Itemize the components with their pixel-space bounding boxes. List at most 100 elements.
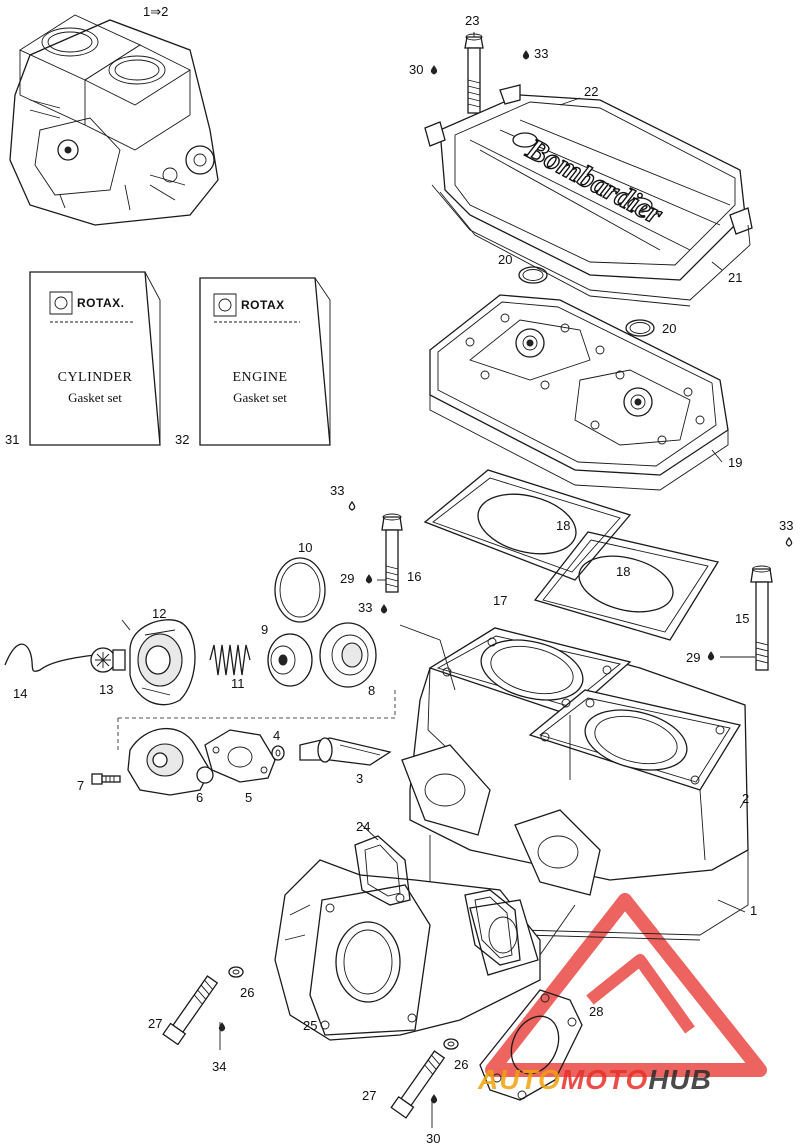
callout-33c: 33 [358, 600, 372, 615]
piston-9 [267, 633, 313, 687]
callout-29b: 29 [686, 650, 700, 665]
callout-1: 1 [750, 903, 757, 918]
drop-icon [707, 651, 715, 661]
drop-icon [218, 1022, 226, 1032]
callout-31: 31 [5, 432, 19, 447]
drop-icon [522, 50, 530, 60]
drop-icon [430, 65, 438, 75]
callout-20b: 20 [662, 321, 676, 336]
callout-29a: 29 [340, 571, 354, 586]
engine-kit-subtitle: Gasket set [233, 390, 287, 405]
bolt-23 [464, 33, 484, 114]
callout-3: 3 [356, 771, 363, 786]
callout-10: 10 [298, 540, 312, 555]
washer-26a [228, 966, 244, 978]
engine-kit-title: ENGINE [232, 370, 288, 385]
drop-icon [430, 1094, 438, 1104]
callout-21: 21 [728, 270, 742, 285]
callout-13: 13 [99, 682, 113, 697]
callout-22: 22 [584, 84, 598, 99]
drop-icon [348, 500, 356, 511]
callout-27a: 27 [148, 1016, 162, 1031]
cylinder-gasket-set [29, 271, 161, 446]
watermark-logo [485, 893, 767, 1077]
callout-24: 24 [356, 819, 370, 834]
callout-2: 2 [742, 791, 749, 806]
callout-33a: 33 [534, 46, 548, 61]
cylinder-head-19 [429, 294, 729, 491]
callout-27b: 27 [362, 1088, 376, 1103]
exhaust-gasket-24 [354, 835, 521, 966]
drop-icons [218, 50, 793, 1104]
head-gasket-18 [533, 531, 720, 641]
valve-housing-12 [129, 619, 196, 706]
callout-4: 4 [273, 728, 280, 743]
washer-4 [271, 745, 285, 761]
callout-1-2: 1⇒2 [143, 4, 168, 19]
callout-15: 15 [735, 611, 749, 626]
callout-8: 8 [368, 683, 375, 698]
cylinder-block-2 [401, 627, 749, 941]
callout-33b: 33 [330, 483, 344, 498]
callout-20a: 20 [498, 252, 512, 267]
callout-5: 5 [245, 790, 252, 805]
callout-26a: 26 [240, 985, 254, 1000]
cylinder-kit-brand: ROTAX. [77, 296, 125, 310]
callout-numbers: 1⇒2 1 2 3 4 5 6 7 8 9 10 11 12 13 14 15 … [5, 4, 793, 1146]
callout-34: 34 [212, 1059, 226, 1074]
cylinder-head-cover-22: Bombardier [424, 84, 753, 281]
assembly-outline [117, 688, 396, 750]
callout-25: 25 [303, 1018, 317, 1033]
o-ring-10 [274, 557, 326, 623]
callout-17: 17 [493, 593, 507, 608]
callout-7: 7 [77, 778, 84, 793]
bolt-15 [750, 565, 773, 671]
cover-gasket-21 [431, 184, 751, 307]
callout-18b: 18 [616, 564, 630, 579]
o-ring-20a [518, 266, 548, 284]
gasket-28 [479, 989, 583, 1101]
callout-16: 16 [407, 569, 421, 584]
o-ring-20b [625, 319, 655, 337]
engine-kit-brand: ROTAX [241, 298, 285, 312]
head-gasket-17 [423, 469, 632, 581]
watermark-auto: AUTO [478, 1064, 561, 1095]
callout-18a: 18 [556, 518, 570, 533]
leader-lines [121, 32, 755, 1128]
callout-32: 32 [175, 432, 189, 447]
callout-14: 14 [13, 686, 27, 701]
cap-13 [90, 647, 126, 673]
spring-11 [209, 644, 251, 676]
callout-11: 11 [231, 676, 245, 691]
callout-23: 23 [465, 13, 479, 28]
valve-3 [299, 737, 392, 766]
engine-overview [9, 14, 219, 226]
valve-body-6 [127, 728, 214, 796]
diaphragm-8 [319, 622, 377, 688]
callout-30b: 30 [426, 1131, 440, 1146]
watermark-text: AUTOMOTOHUB [478, 1064, 712, 1096]
callout-6: 6 [196, 790, 203, 805]
screw-7 [91, 773, 121, 785]
bolt-27b [390, 1050, 446, 1119]
callout-28: 28 [589, 1004, 603, 1019]
callout-9: 9 [261, 622, 268, 637]
callout-33d: 33 [779, 518, 793, 533]
drop-icon [380, 604, 388, 614]
drop-icon [785, 536, 793, 547]
gasket-5 [204, 729, 276, 783]
callout-26b: 26 [454, 1057, 468, 1072]
drop-icon [365, 574, 373, 584]
cylinder-kit-subtitle: Gasket set [68, 390, 122, 405]
washer-26b [443, 1038, 459, 1050]
bolt-16 [381, 513, 403, 593]
engine-gasket-set [199, 277, 331, 446]
callout-30a: 30 [409, 62, 423, 77]
callout-12: 12 [152, 606, 166, 621]
cable-14 [4, 643, 96, 672]
callout-19: 19 [728, 455, 742, 470]
watermark-moto: MOTO [560, 1064, 649, 1095]
exhaust-manifold-25 [274, 859, 541, 1041]
cylinder-kit-title: CYLINDER [57, 370, 133, 385]
